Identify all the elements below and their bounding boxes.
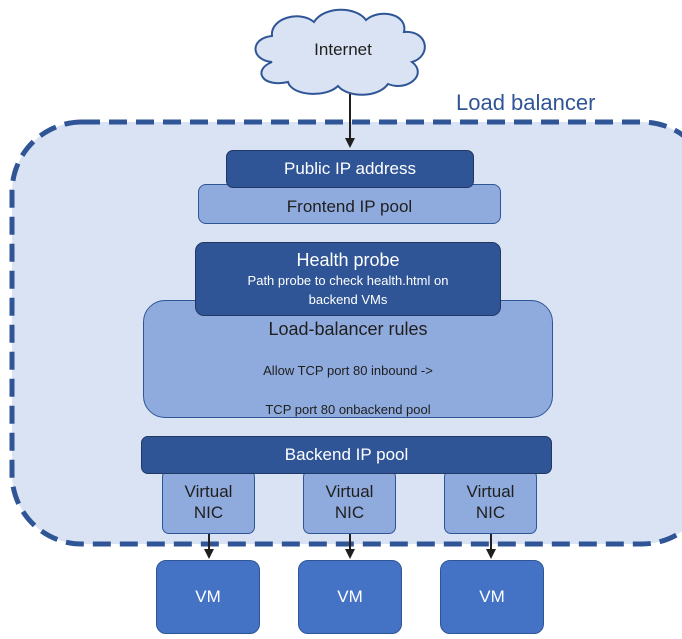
health-probe-box: Health probe Path probe to check health.… — [195, 242, 501, 316]
rules-line1: Allow TCP port 80 inbound -> — [263, 363, 433, 378]
health-probe-line1: Path probe to check health.html on — [247, 273, 449, 288]
public-ip-box: Public IP address — [226, 150, 474, 188]
backend-ip-pool-label: Backend IP pool — [284, 445, 409, 464]
load-balancer-rules-box: Load-balancer rules Allow TCP port 80 in… — [143, 300, 553, 418]
nic-3-line1: Virtual — [466, 482, 515, 501]
health-probe-line2: backend VMs — [308, 292, 388, 307]
rules-line2: TCP port 80 onbackend pool — [265, 402, 431, 417]
nic-1-line1: Virtual — [184, 482, 233, 501]
health-probe-title: Health probe — [296, 250, 400, 270]
nic-2-line1: Virtual — [325, 482, 374, 501]
load-balancer-label: Load balancer — [456, 90, 596, 115]
frontend-ip-pool-box: Frontend IP pool — [198, 184, 501, 224]
vm-3: VM — [440, 560, 544, 634]
vm-1-label: VM — [195, 587, 221, 606]
virtual-nic-2: Virtual NIC — [303, 470, 396, 534]
backend-ip-pool-box: Backend IP pool — [141, 436, 552, 474]
vm-2-label: VM — [337, 587, 363, 606]
frontend-ip-pool-label: Frontend IP pool — [286, 197, 413, 216]
virtual-nic-1: Virtual NIC — [162, 470, 255, 534]
virtual-nic-3: Virtual NIC — [444, 470, 537, 534]
nic-2-line2: NIC — [334, 503, 365, 522]
vm-2: VM — [298, 560, 402, 634]
internet-label: Internet — [314, 40, 372, 59]
rules-title: Load-balancer rules — [268, 319, 428, 339]
nic-3-line2: NIC — [475, 503, 506, 522]
vm-3-label: VM — [479, 587, 505, 606]
public-ip-label: Public IP address — [284, 159, 416, 178]
vm-1: VM — [156, 560, 260, 634]
nic-1-line2: NIC — [193, 503, 224, 522]
internet-cloud — [254, 8, 426, 96]
